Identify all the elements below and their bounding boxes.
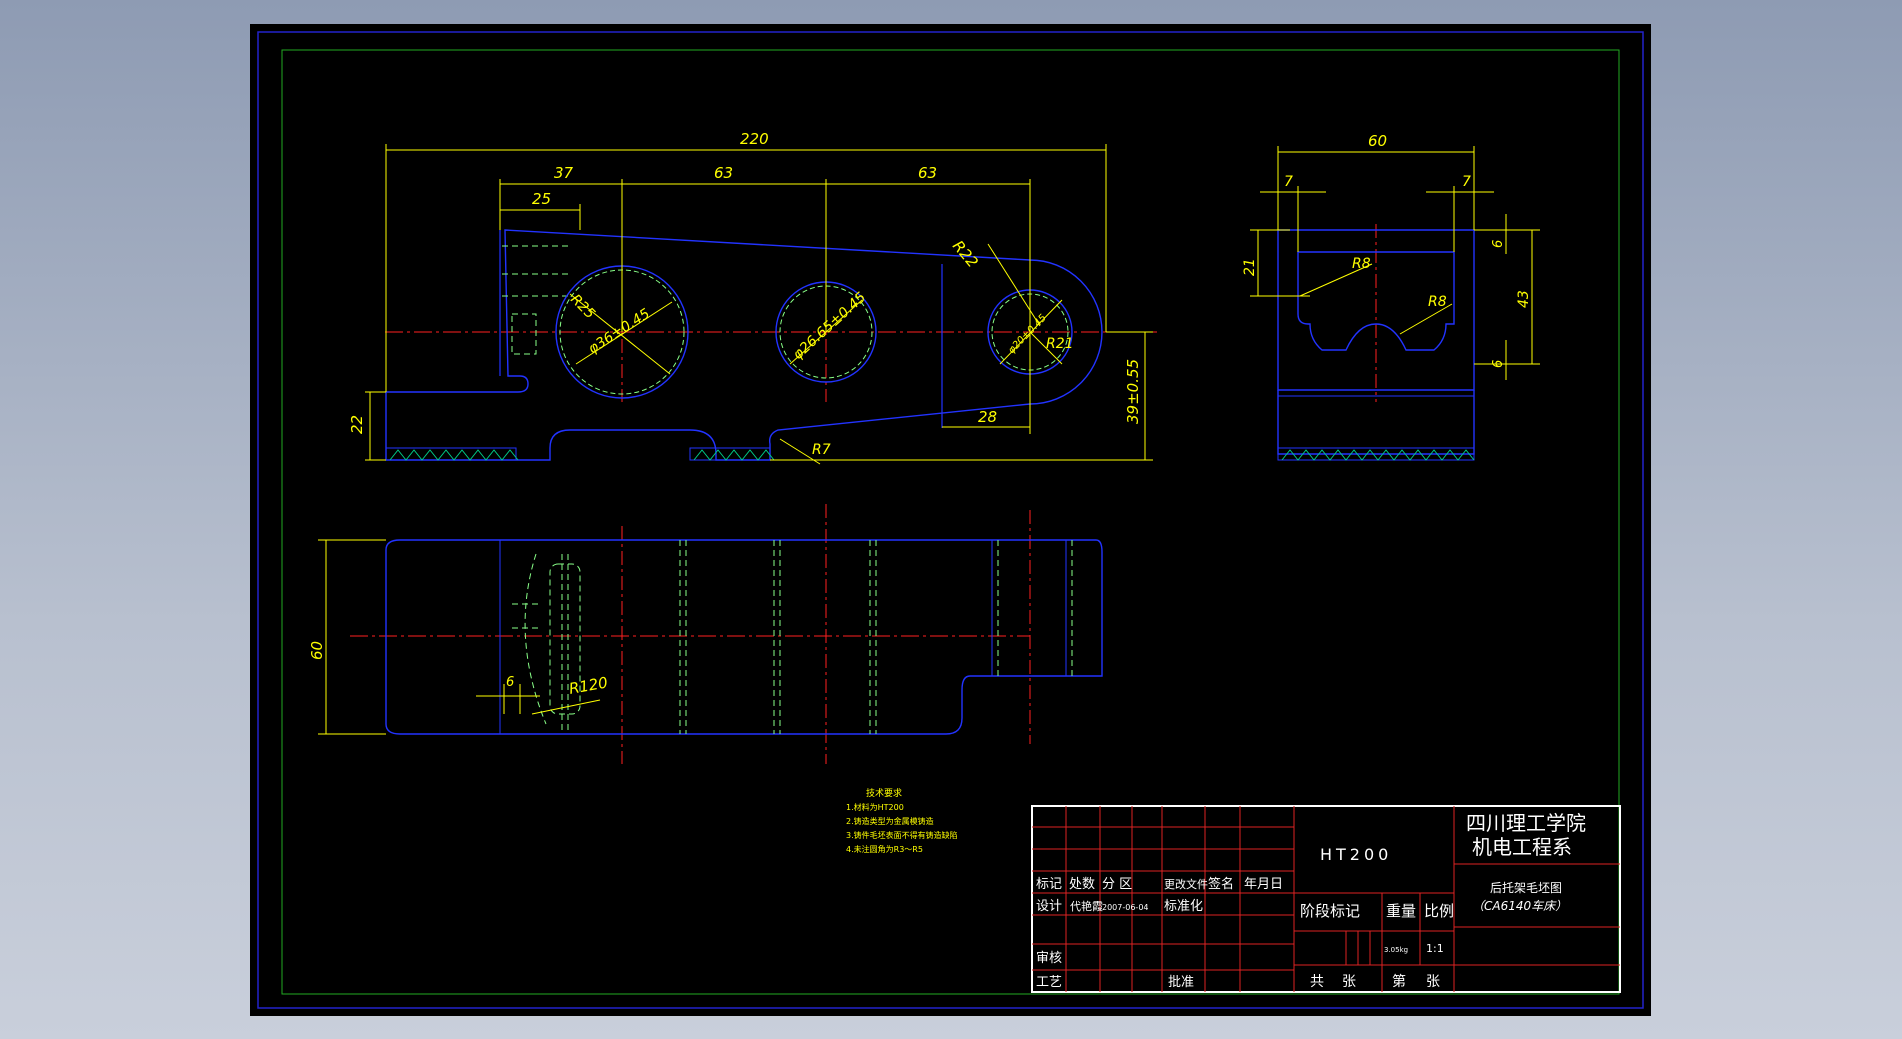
title-block: 标记 处数 分 区 更改文件 签名 年月日 设计 代艳霞 2007-06-04 … xyxy=(1031,805,1621,993)
dim-22: 22 xyxy=(348,415,366,434)
dim-r8-b: R8 xyxy=(1428,294,1447,310)
tb-designer: 代艳霞 xyxy=(1070,899,1103,913)
tb-part-name: 后托架毛坯图 xyxy=(1490,881,1562,895)
dim-phi20: φ20±0.45 xyxy=(1006,312,1049,356)
inner-frame xyxy=(281,49,1620,995)
dim-r120: R120 xyxy=(568,673,610,698)
note-item-4: 4.未注圆角为R3～R5 xyxy=(846,844,923,854)
tb-jieduan: 阶段标记 xyxy=(1300,902,1360,920)
tb-design-date: 2007-06-04 xyxy=(1102,903,1149,912)
tb-h-chushu: 处数 xyxy=(1069,877,1095,892)
dim-28: 28 xyxy=(978,408,997,426)
top-view: 60 6 R120 xyxy=(308,504,1103,764)
note-item-2: 2.铸造类型为金属模铸造 xyxy=(846,816,934,826)
note-item-1: 1.材料为HT200 xyxy=(846,802,904,812)
tb-material: HT200 xyxy=(1320,845,1392,864)
tb-gongyi: 工艺 xyxy=(1036,975,1062,990)
dim-37: 37 xyxy=(554,164,574,182)
dim-6-a: 6 xyxy=(1491,240,1506,248)
dim-63-a: 63 xyxy=(714,164,733,182)
tb-zhang-2: 张 xyxy=(1426,974,1440,990)
dim-r21: R21 xyxy=(1046,336,1074,352)
dim-r7: R7 xyxy=(812,442,831,458)
cad-viewport[interactable]: 220 37 63 63 25 R22 R25 φ36±0.45 φ26.65±… xyxy=(250,24,1651,1016)
dim-39: 39±0.55 xyxy=(1124,359,1142,424)
tb-school-line1: 四川理工学院 xyxy=(1466,811,1586,835)
dim-phi26: φ26.65±0.45 xyxy=(790,289,869,363)
drawing-canvas: 220 37 63 63 25 R22 R25 φ36±0.45 φ26.65±… xyxy=(257,31,1644,1009)
dim-43: 43 xyxy=(1516,290,1532,308)
dim-220: 220 xyxy=(740,130,769,148)
tb-bili: 比例 xyxy=(1424,902,1454,920)
front-view: 220 37 63 63 25 R22 R25 φ36±0.45 φ26.65±… xyxy=(348,130,1160,465)
dim-6-b: 6 xyxy=(1491,360,1506,368)
notes-title: 技术要求 xyxy=(866,787,902,799)
dim-7-b: 7 xyxy=(1462,174,1471,190)
dim-21: 21 xyxy=(1242,258,1258,276)
tb-biaozhunhua: 标准化 xyxy=(1164,899,1203,914)
tb-school-line2: 机电工程系 xyxy=(1472,835,1572,859)
dim-25: 25 xyxy=(532,190,551,208)
tb-shenhe: 审核 xyxy=(1036,951,1062,966)
tb-machine: （CA6140车床） xyxy=(1472,899,1567,913)
tb-gong: 共 xyxy=(1310,974,1324,990)
dim-60-side: 60 xyxy=(308,641,326,660)
dim-7-a: 7 xyxy=(1284,174,1293,190)
tb-h-qianming: 签名 xyxy=(1208,876,1234,892)
tb-sheji: 设计 xyxy=(1036,899,1062,914)
dim-60-top: 60 xyxy=(1368,132,1387,150)
tb-h-fenqu: 分 区 xyxy=(1102,877,1132,892)
tb-di: 第 xyxy=(1392,973,1406,990)
tb-h-biaoji: 标记 xyxy=(1036,877,1062,892)
tb-h-date: 年月日 xyxy=(1244,877,1283,892)
tb-pizhun: 批准 xyxy=(1168,975,1194,990)
technical-notes: 技术要求 1.材料为HT200 2.铸造类型为金属模铸造 3.铸件毛坯表面不得有… xyxy=(846,787,958,854)
tb-scale: 1:1 xyxy=(1426,942,1444,955)
tb-h-gengai: 更改文件 xyxy=(1164,877,1208,891)
outer-frame xyxy=(257,31,1644,1009)
tb-weight: 3.05kg xyxy=(1384,946,1408,954)
note-item-3: 3.铸件毛坯表面不得有铸造缺陷 xyxy=(846,830,958,840)
dim-r22: R22 xyxy=(949,237,982,271)
tb-zhongliang: 重量 xyxy=(1386,902,1416,920)
dim-6-c: 6 xyxy=(506,675,514,690)
side-view: 60 7 7 21 R8 R8 6 43 6 xyxy=(1242,132,1540,461)
dim-r8-a: R8 xyxy=(1352,256,1371,272)
dim-63-b: 63 xyxy=(918,164,937,182)
tb-zhang-1: 张 xyxy=(1342,974,1356,990)
